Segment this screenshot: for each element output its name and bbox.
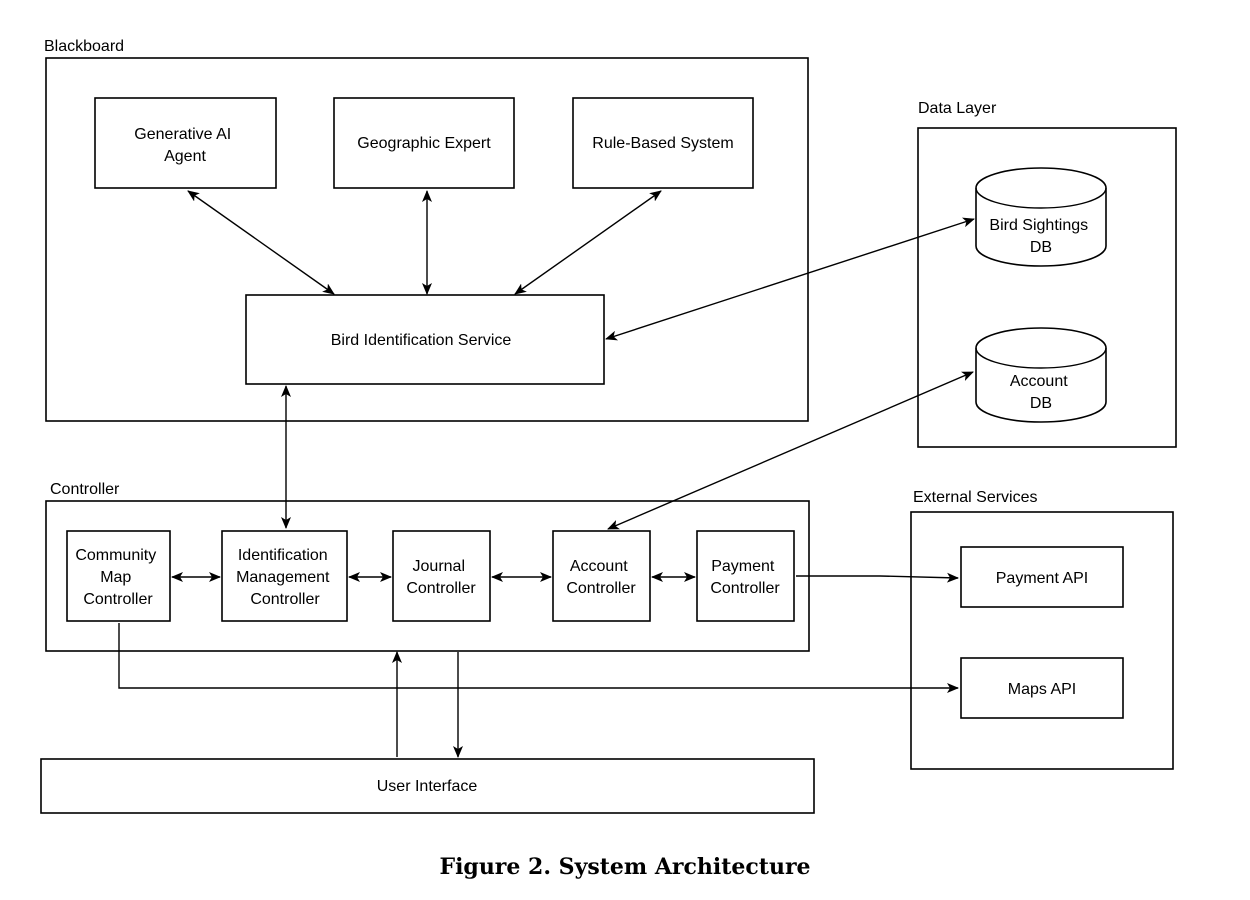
rule-bis-link bbox=[514, 190, 662, 295]
generative-ai-agent-box bbox=[94, 97, 277, 189]
data-layer-group-label: Data Layer bbox=[918, 100, 997, 117]
journal-controller-label: Journal Controller bbox=[406, 558, 476, 597]
payment-api-label: Payment API bbox=[996, 570, 1089, 587]
blackboard-group-label: Blackboard bbox=[44, 38, 124, 55]
journal-controller-box bbox=[392, 530, 491, 622]
maps-api-box bbox=[960, 657, 1124, 719]
geographic-expert-label: Geographic Expert bbox=[357, 135, 491, 152]
identification-management-controller-label: Identification Management Controller bbox=[236, 547, 334, 608]
rule-based-system-label: Rule-Based System bbox=[592, 135, 733, 152]
external-services-group bbox=[910, 511, 1174, 770]
payment-api-box bbox=[960, 546, 1124, 608]
payment-controller-label: Payment Controller bbox=[710, 558, 780, 597]
connections bbox=[118, 190, 975, 758]
rule-based-system-box bbox=[572, 97, 754, 189]
generative-ai-agent-label: Generative AI Agent bbox=[134, 126, 235, 165]
community-mapsapi-link bbox=[118, 623, 959, 693]
geographic-expert-box bbox=[333, 97, 515, 189]
identification-management-controller-box bbox=[221, 530, 348, 622]
controller-group-label: Controller bbox=[50, 481, 120, 498]
maps-api-label: Maps API bbox=[1008, 681, 1076, 698]
community-map-controller-label: Community Map Controller bbox=[75, 547, 160, 608]
accountctrl-accountdb-link bbox=[607, 371, 974, 530]
account-controller-label: Account Controller bbox=[566, 558, 636, 597]
account-controller-box bbox=[552, 530, 651, 622]
paymentctrl-paymentapi-link bbox=[796, 572, 959, 583]
bis-birddb-link bbox=[605, 217, 975, 341]
bird-sightings-db-label: Bird Sightings DB bbox=[989, 217, 1092, 256]
community-map-controller-box bbox=[66, 530, 171, 622]
bird-sightings-db-cylinder bbox=[975, 167, 1107, 267]
user-interface-box bbox=[40, 758, 815, 814]
bird-identification-service-label: Bird Identification Service bbox=[331, 332, 512, 349]
external-services-group-label: External Services bbox=[913, 489, 1038, 506]
account-db-label: Account DB bbox=[1010, 373, 1072, 412]
genai-bis-link bbox=[187, 190, 335, 295]
bird-identification-service-box bbox=[245, 294, 605, 385]
account-db-cylinder bbox=[975, 327, 1107, 423]
payment-controller-box bbox=[696, 530, 795, 622]
figure-caption: Figure 2. System Architecture bbox=[439, 854, 810, 880]
user-interface-label: User Interface bbox=[377, 778, 478, 795]
